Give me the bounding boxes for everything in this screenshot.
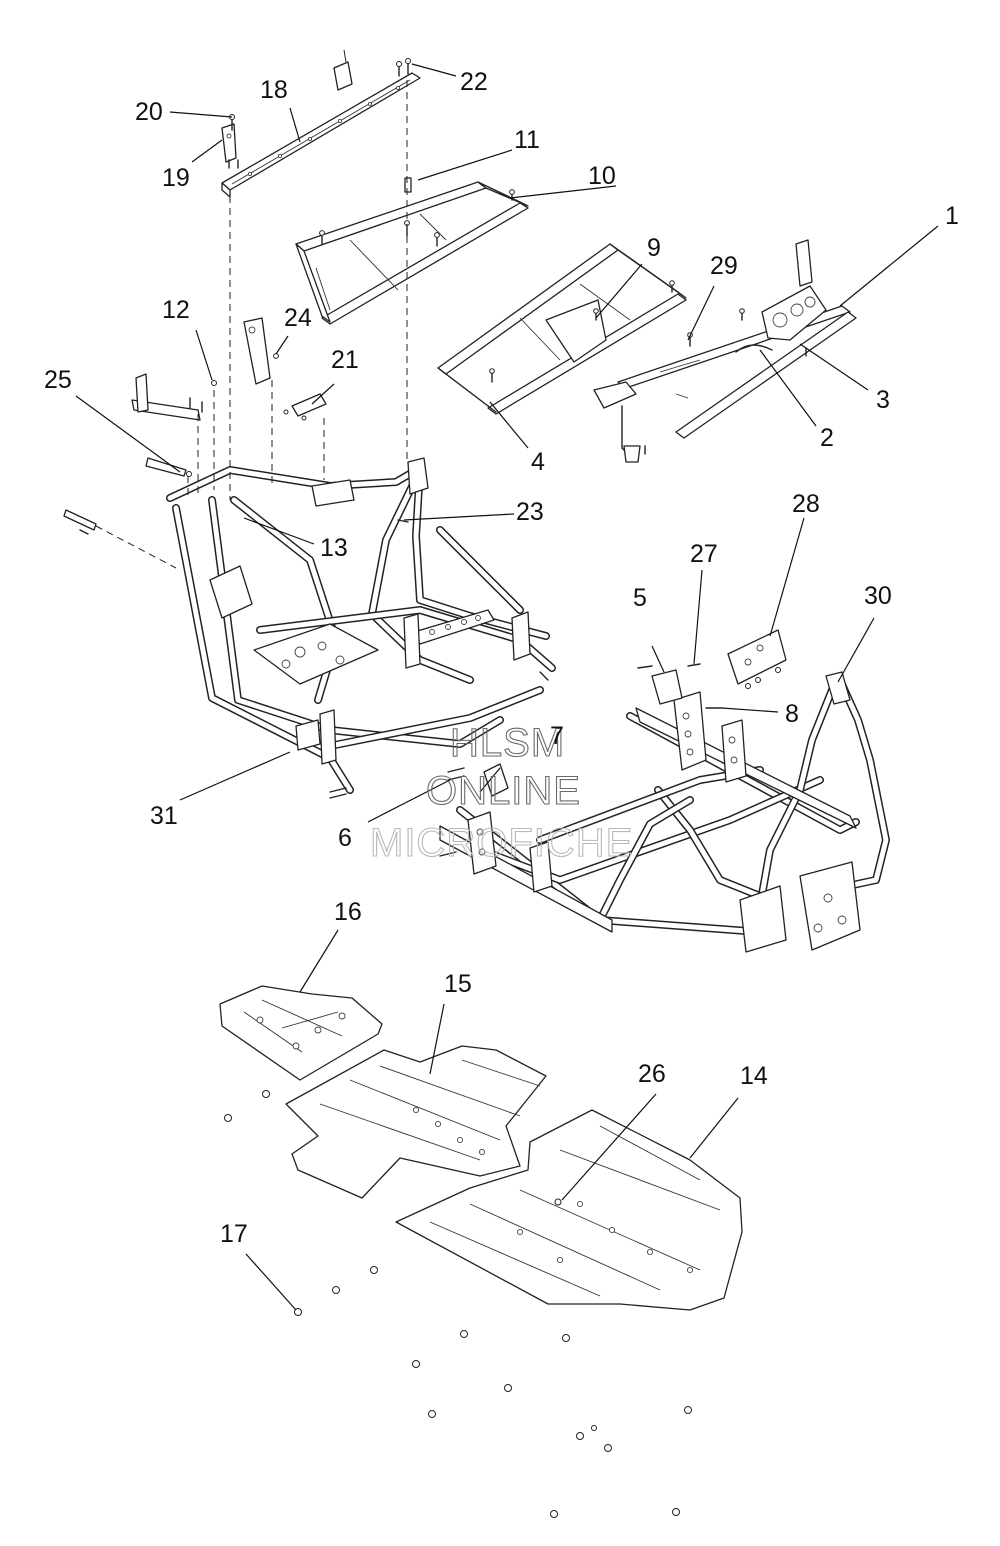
callout-28: 28 xyxy=(792,490,820,518)
rear-rack-frame xyxy=(295,177,529,325)
callout-31: 31 xyxy=(150,802,178,830)
callout-5: 5 xyxy=(633,584,647,612)
callout-labels: 1 2 3 4 5 6 7 8 9 10 11 12 13 14 15 16 1… xyxy=(44,68,959,1248)
callout-16: 16 xyxy=(334,898,362,926)
callout-19: 19 xyxy=(162,164,190,192)
front-cross-frame xyxy=(593,239,857,463)
callout-23: 23 xyxy=(516,498,544,526)
callout-24: 24 xyxy=(284,304,312,332)
callout-3: 3 xyxy=(876,386,890,414)
callout-18: 18 xyxy=(260,76,288,104)
rear-skid-plate-part xyxy=(219,985,383,1081)
callout-14: 14 xyxy=(740,1062,768,1090)
bracket-19-part xyxy=(221,123,237,163)
rack-bolts xyxy=(319,189,515,247)
callout-27: 27 xyxy=(690,540,718,568)
mid-rack-bolts xyxy=(489,280,675,383)
upper-rail-assembly xyxy=(221,49,421,198)
screw-fasteners-top xyxy=(228,58,411,169)
callout-26: 26 xyxy=(638,1060,666,1088)
callout-29: 29 xyxy=(710,252,738,280)
callout-2: 2 xyxy=(820,424,834,452)
alignment-lines xyxy=(95,80,408,569)
leader-lines xyxy=(75,63,939,1311)
watermark-line-3: MICROFICHE xyxy=(370,821,633,865)
callout-9: 9 xyxy=(647,234,661,262)
callout-22: 22 xyxy=(460,68,488,96)
callout-7: 7 xyxy=(550,722,564,750)
skid-plates xyxy=(219,985,743,1311)
callout-13: 13 xyxy=(320,534,348,562)
callout-17: 17 xyxy=(220,1220,248,1248)
rail-holes xyxy=(247,85,401,177)
front-skid-plate-part xyxy=(395,1109,743,1311)
callout-21: 21 xyxy=(331,346,359,374)
callout-10: 10 xyxy=(588,162,616,190)
bracket-5-part xyxy=(651,669,683,705)
callout-11: 11 xyxy=(514,126,540,154)
skid-plate-fasteners xyxy=(224,1090,692,1518)
bracket-28-part xyxy=(727,629,787,685)
callout-6: 6 xyxy=(338,824,352,852)
watermark-line-1: HLSM xyxy=(450,721,565,765)
callout-30: 30 xyxy=(864,582,892,610)
rear-chassis-frame xyxy=(166,457,556,799)
callout-4: 4 xyxy=(531,448,545,476)
callout-15: 15 xyxy=(444,970,472,998)
watermark-line-2: ONLINE xyxy=(426,769,581,813)
watermark: HLSM ONLINE MICROFICHE xyxy=(369,720,633,865)
callout-8: 8 xyxy=(785,700,799,728)
callout-12: 12 xyxy=(162,296,190,324)
callout-20: 20 xyxy=(135,98,163,126)
small-brackets xyxy=(63,317,327,535)
center-skid-plate-part xyxy=(285,1045,547,1199)
front-chassis-frame xyxy=(439,629,890,953)
callout-1: 1 xyxy=(945,202,959,230)
mid-rack-frame xyxy=(437,243,687,415)
callout-25: 25 xyxy=(44,366,72,394)
cross-frame-bolts xyxy=(644,308,807,455)
